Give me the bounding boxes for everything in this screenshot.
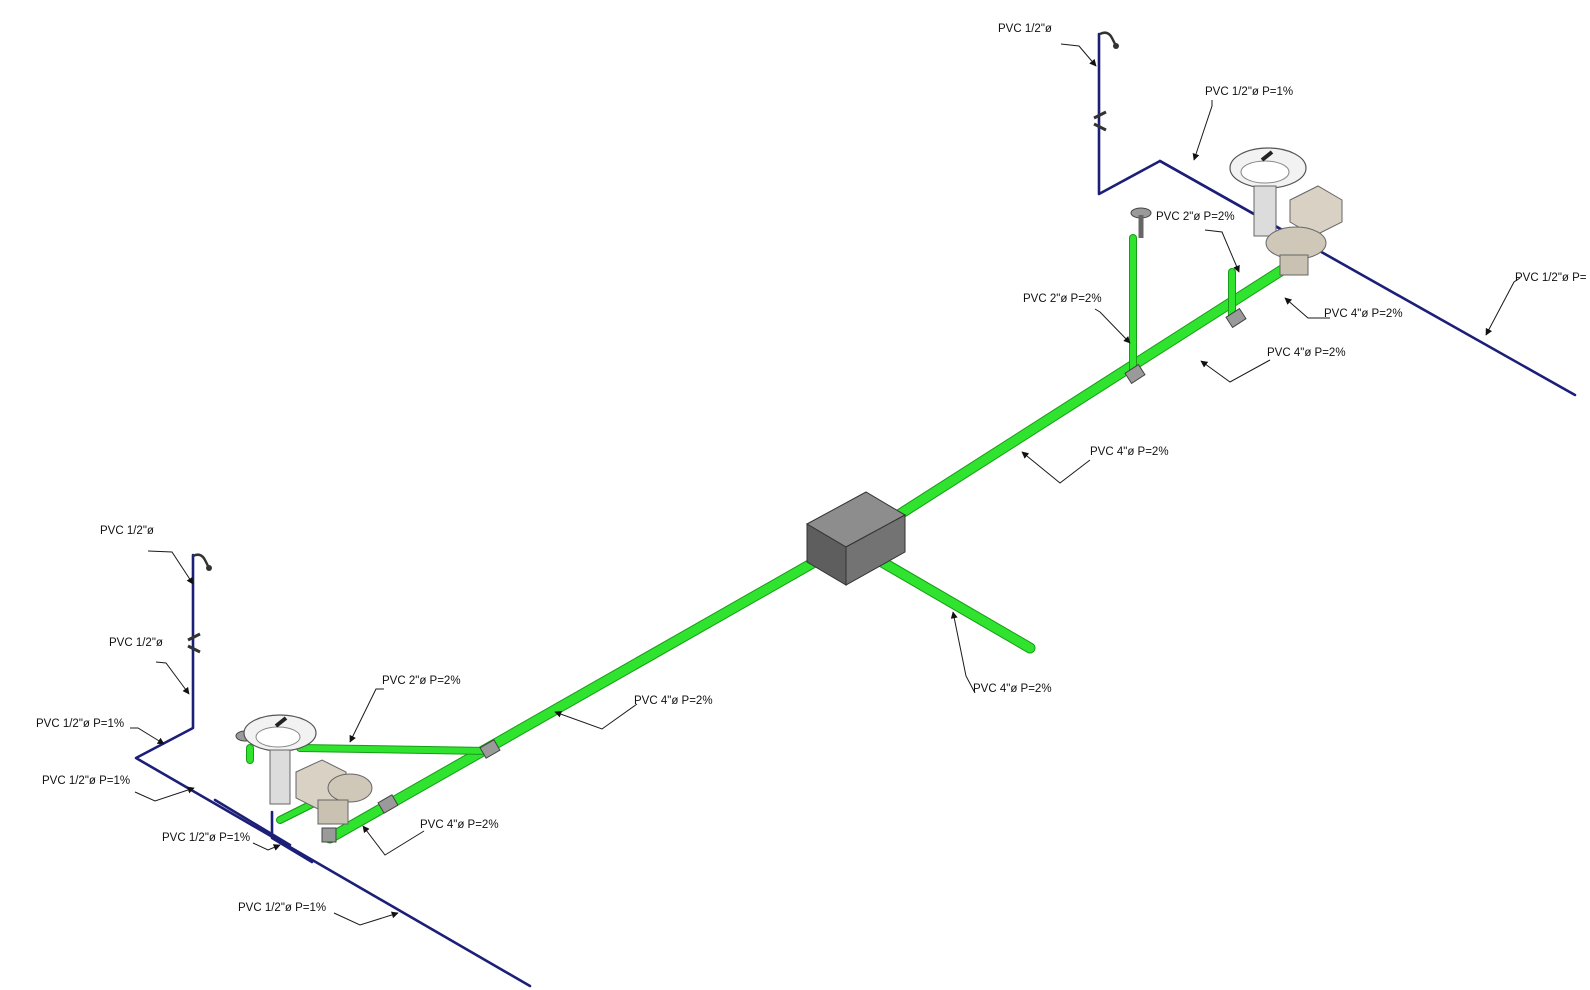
sink-icon <box>1229 147 1307 237</box>
label-bottom-drain-4in: PVC 4"ø P=2% <box>420 819 499 831</box>
water-branch-left <box>270 810 314 864</box>
label-mid-drain-4in: PVC 4"ø P=2% <box>1090 446 1169 458</box>
toilet-icon <box>295 759 373 825</box>
label-left-water-slope-2: PVC 1/2"ø P=1% <box>42 775 130 787</box>
label-left-water-slope-4: PVC 1/2"ø P=1% <box>238 902 326 914</box>
label-top-drain-2in-a: PVC 2"ø P=2% <box>1156 211 1235 223</box>
drain-main-upper <box>892 260 1295 521</box>
label-top-drain-2in-b: PVC 2"ø P=2% <box>1023 293 1102 305</box>
water-left-line-2 <box>213 798 292 847</box>
label-leaders <box>130 43 1521 926</box>
label-left-water-1: PVC 1/2"ø <box>100 525 154 537</box>
drain-network <box>246 234 1296 844</box>
label-low-drain-2in: PVC 2"ø P=2% <box>382 675 461 687</box>
drain-branch-2in-low <box>297 745 491 754</box>
label-left-water-slope-1: PVC 1/2"ø P=1% <box>36 718 124 730</box>
pipe-labels: PVC 1/2"ø PVC 1/2"ø P=1% PVC 1/2"ø P= PV… <box>36 23 1587 914</box>
drain-branch-outlet <box>865 550 1035 653</box>
label-low-drain-4in: PVC 4"ø P=2% <box>634 695 713 707</box>
label-branch-drain-4in: PVC 4"ø P=2% <box>973 683 1052 695</box>
inspection-box-icon <box>805 491 907 586</box>
sink-icon <box>243 714 317 805</box>
label-left-water-2: PVC 1/2"ø <box>109 637 163 649</box>
label-top-water-1: PVC 1/2"ø <box>998 23 1052 35</box>
toilet-icon <box>1265 185 1343 276</box>
label-top-water-slope: PVC 1/2"ø P=1% <box>1205 86 1293 98</box>
drain-main-lower <box>325 555 823 843</box>
label-left-water-slope-3: PVC 1/2"ø P=1% <box>162 832 250 844</box>
water-branch-top <box>1158 159 1302 242</box>
label-top-drain-4in-a: PVC 4"ø P=2% <box>1324 308 1403 320</box>
label-top-drain-4in-b: PVC 4"ø P=2% <box>1267 347 1346 359</box>
shower-valve-icon <box>187 31 1119 654</box>
label-right-water-slope: PVC 1/2"ø P= <box>1515 272 1587 284</box>
